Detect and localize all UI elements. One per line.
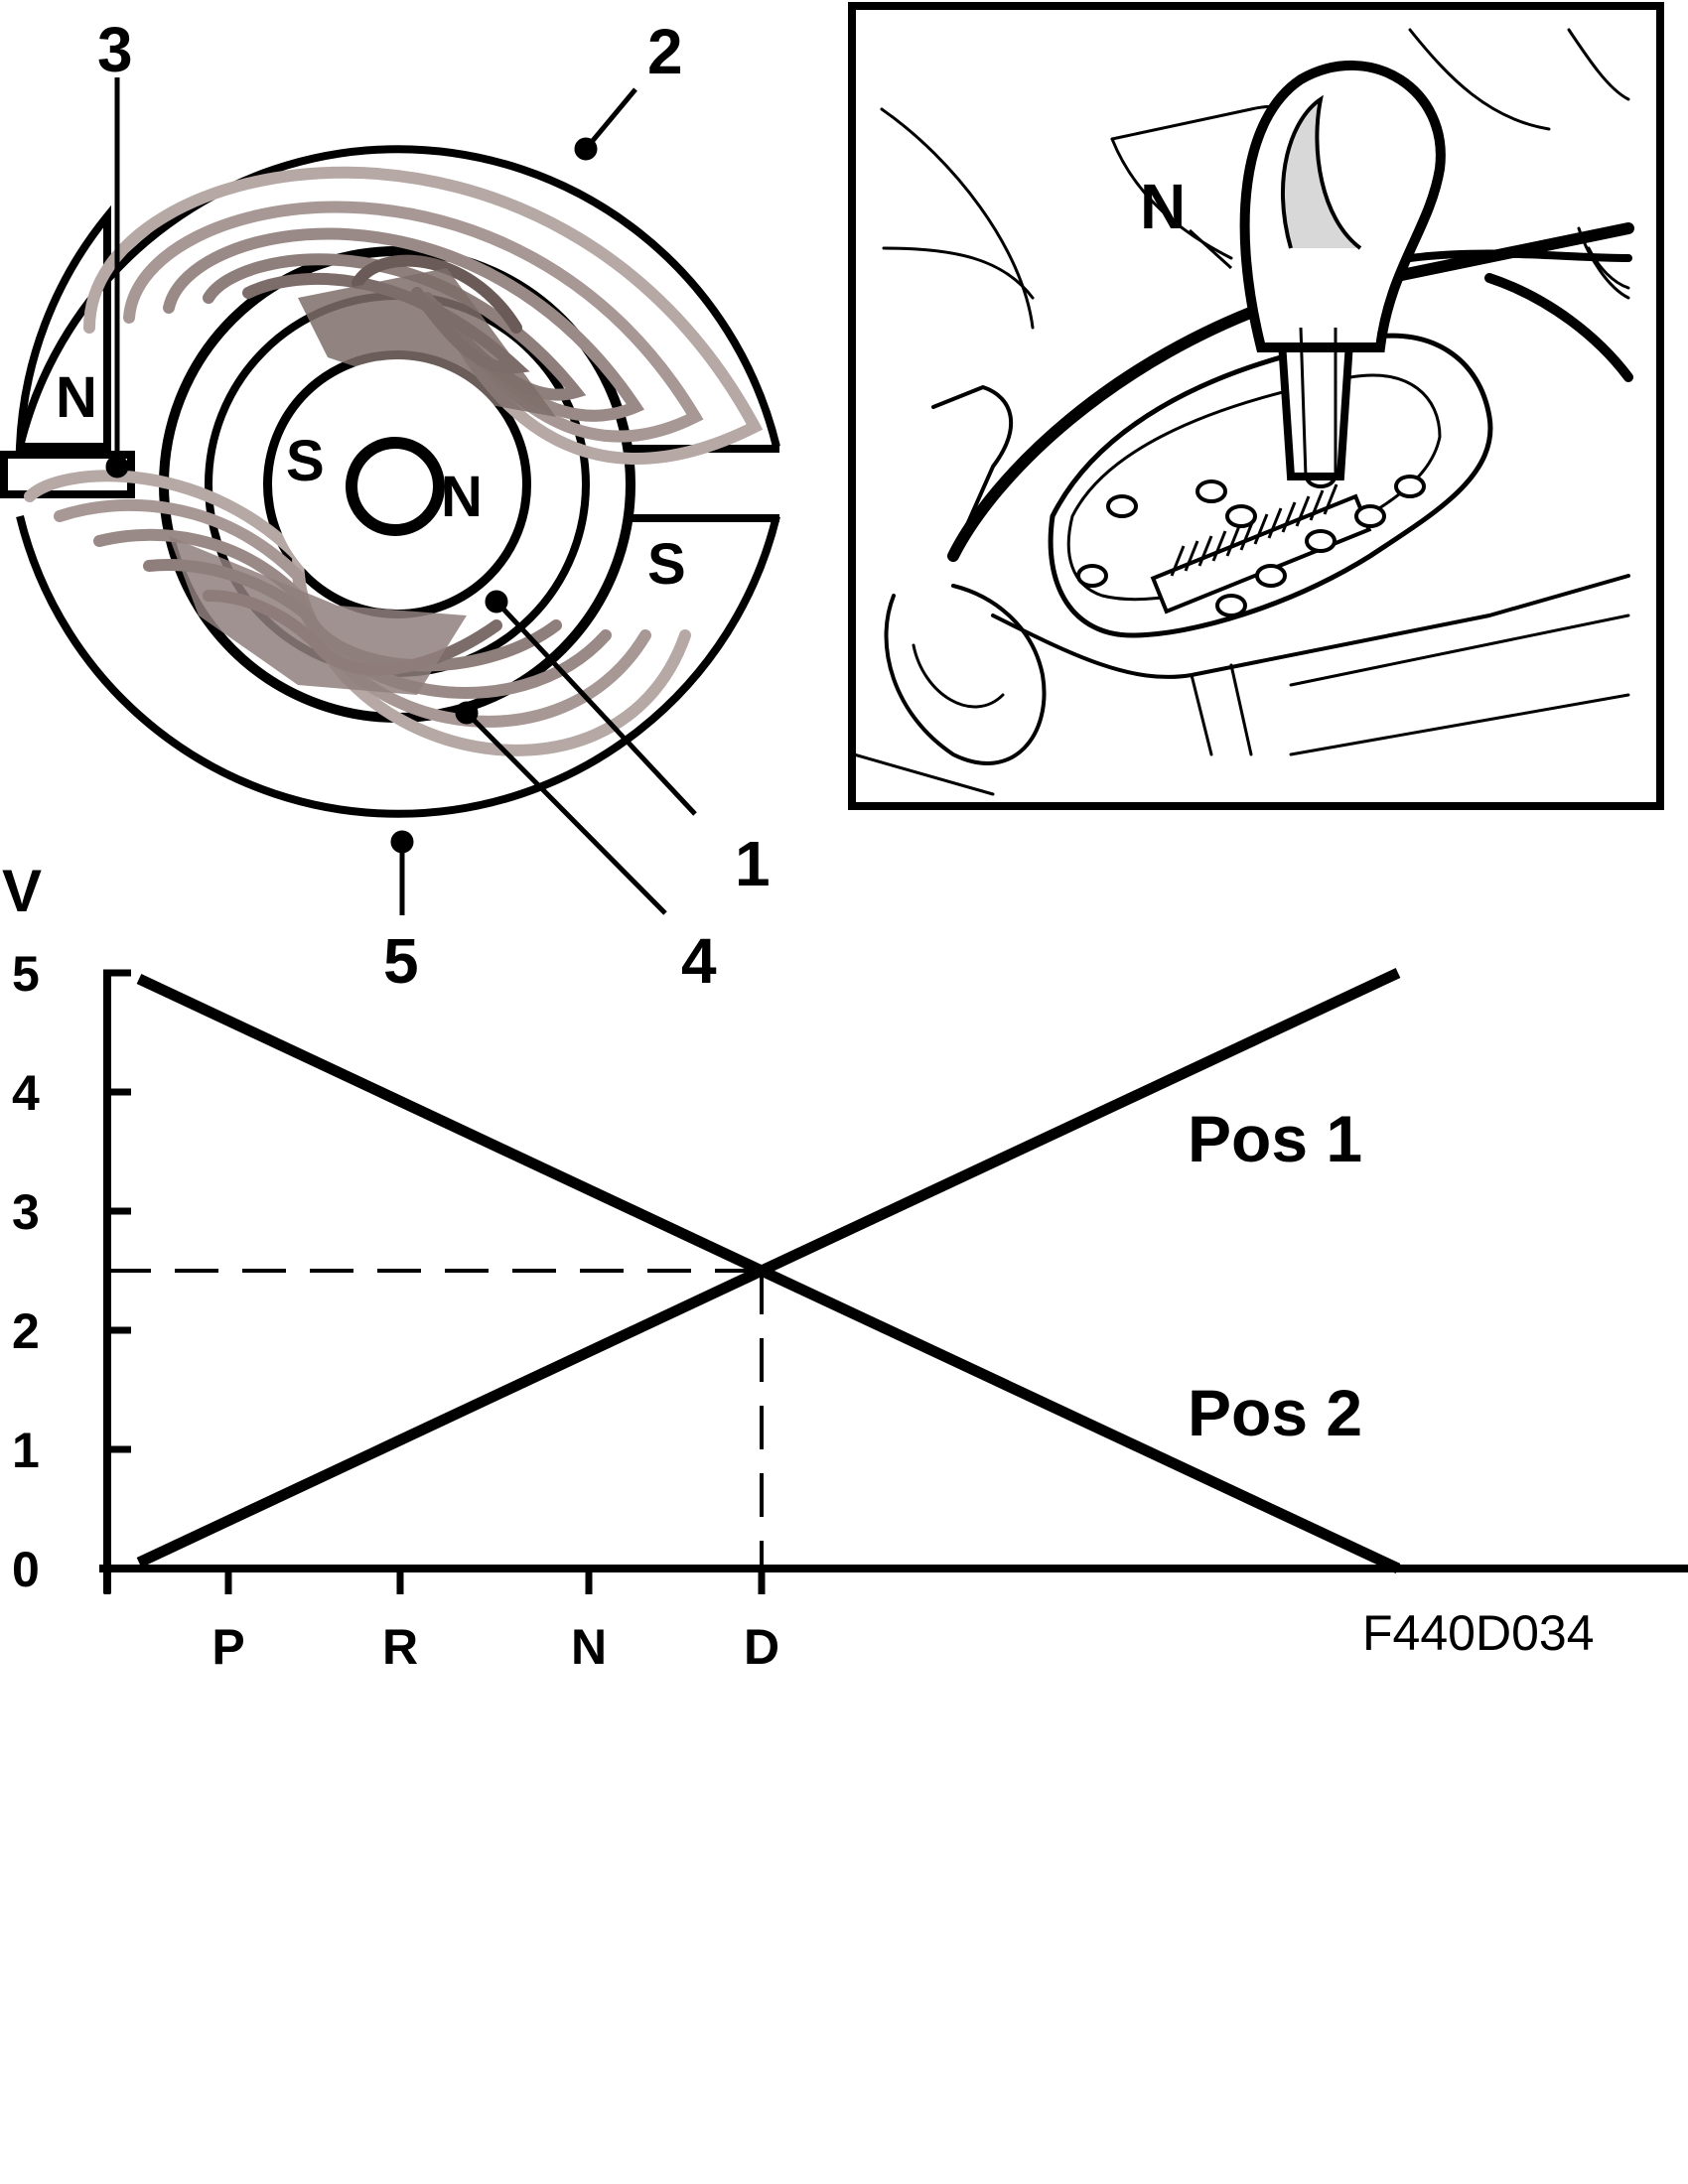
y-tick-label: 2	[12, 1303, 40, 1359]
callout-4: 4	[681, 925, 717, 997]
callout-3: 3	[97, 14, 133, 85]
callout-1: 1	[735, 828, 771, 899]
series-line-2	[136, 974, 1401, 1573]
figure-code: F440D034	[1362, 1605, 1595, 1661]
magnet-sensor-diagram: S N N S 3 2 1 4 5	[0, 14, 780, 997]
voltage-position-chart: V 0 1 2 3 4 5 P R N D Pos 1 Pos 2 F440D034	[2, 858, 1688, 1675]
outer-arc-lower	[16, 515, 780, 818]
shifter-n-label: N	[1140, 171, 1186, 242]
y-tick-label: 0	[12, 1542, 40, 1597]
outer-pole-n-label: N	[56, 365, 97, 430]
shifter-illustration: N	[848, 2, 1664, 810]
y-tick-label: 5	[12, 946, 40, 1002]
magnet-pole-s-label: S	[286, 429, 325, 493]
y-tick-label: 3	[12, 1184, 40, 1240]
y-tick-label: 1	[12, 1423, 40, 1478]
magnet-pole-n-label: N	[441, 465, 483, 529]
gear-lever	[1239, 60, 1446, 480]
x-tick-label: P	[211, 1619, 244, 1675]
x-tick-label: D	[744, 1619, 779, 1675]
reference-lines	[107, 1269, 764, 1569]
callout-2: 2	[647, 16, 683, 87]
series-label-pos-1: Pos 1	[1188, 1102, 1362, 1175]
y-ticks: 0 1 2 3 4 5	[12, 946, 131, 1597]
y-tick-label: 4	[12, 1065, 40, 1121]
shift-gate	[1076, 465, 1426, 617]
x-tick-label: N	[571, 1619, 607, 1675]
outer-pole-s-label: S	[647, 532, 686, 597]
series-line-1	[136, 968, 1401, 1568]
callout-5: 5	[383, 925, 419, 997]
shifter-n-leader	[1188, 228, 1233, 270]
flux-band-upper	[298, 268, 556, 417]
x-tick-label: R	[382, 1619, 418, 1675]
series-label-pos-2: Pos 2	[1188, 1376, 1362, 1449]
flux-band-lower	[169, 536, 467, 695]
series-lines	[136, 968, 1401, 1573]
callout-leaders	[105, 77, 697, 915]
hall-sensor	[346, 437, 445, 536]
y-axis-label: V	[2, 858, 42, 924]
